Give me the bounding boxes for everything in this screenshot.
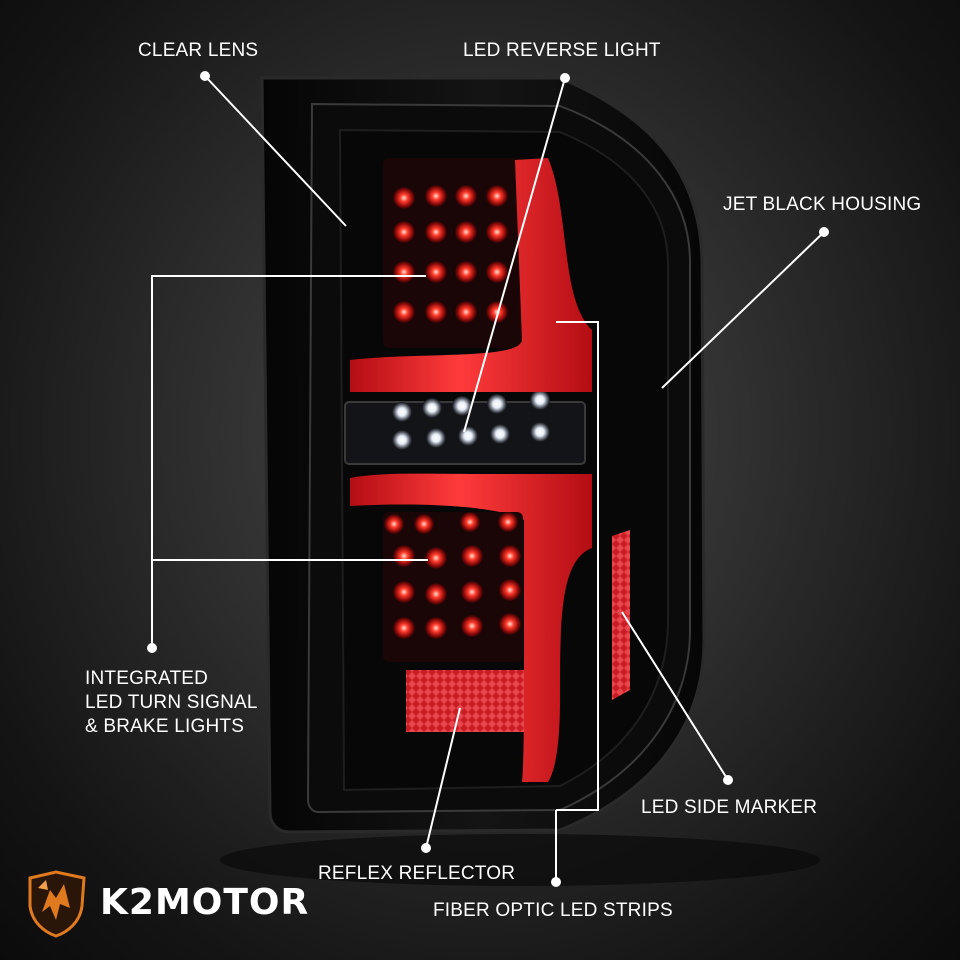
callout-line-housing — [661, 231, 825, 389]
label-led-side-marker: LED SIDE MARKER — [641, 797, 818, 818]
label-integrated-line-3: & BRAKE LIGHTS — [85, 716, 245, 737]
label-fiber-optic-led-strips: FIBER OPTIC LED STRIPS — [433, 900, 673, 921]
callout-line-reflex — [425, 707, 461, 849]
reflex-reflector — [406, 670, 524, 732]
lower-led-panel — [383, 512, 523, 662]
lower-led-grid — [384, 512, 521, 639]
fiber-optic-led-strips — [350, 158, 592, 782]
floor-shadow — [220, 834, 820, 886]
label-clear-lens: CLEAR LENS — [138, 40, 259, 61]
callout-line-side-marker — [621, 611, 729, 781]
callout-bracket-fiber — [556, 321, 599, 811]
reverse-led-grid — [392, 390, 550, 450]
callout-line-clear-lens — [204, 75, 347, 227]
upper-led-panel — [383, 158, 523, 348]
callout-lines — [151, 75, 825, 880]
upper-led-grid — [393, 185, 508, 323]
callout-line-integrated — [151, 275, 426, 648]
label-led-reverse-light: LED REVERSE LIGHT — [463, 40, 661, 61]
callout-dots — [147, 71, 829, 887]
led-side-marker — [612, 530, 630, 700]
callout-line-reverse-light — [463, 77, 566, 433]
label-jet-black-housing: JET BLACK HOUSING — [723, 194, 922, 215]
label-integrated-line-1: INTEGRATED — [85, 668, 209, 689]
label-integrated-turn-brake: INTEGRATED LED TURN SIGNAL & BRAKE LIGHT… — [85, 667, 258, 739]
brand-wordmark: K2MOTOR — [100, 882, 310, 923]
griffin-shield-icon — [28, 870, 86, 938]
label-integrated-line-2: LED TURN SIGNAL — [85, 692, 258, 713]
label-reflex-reflector: REFLEX REFLECTOR — [318, 863, 516, 884]
